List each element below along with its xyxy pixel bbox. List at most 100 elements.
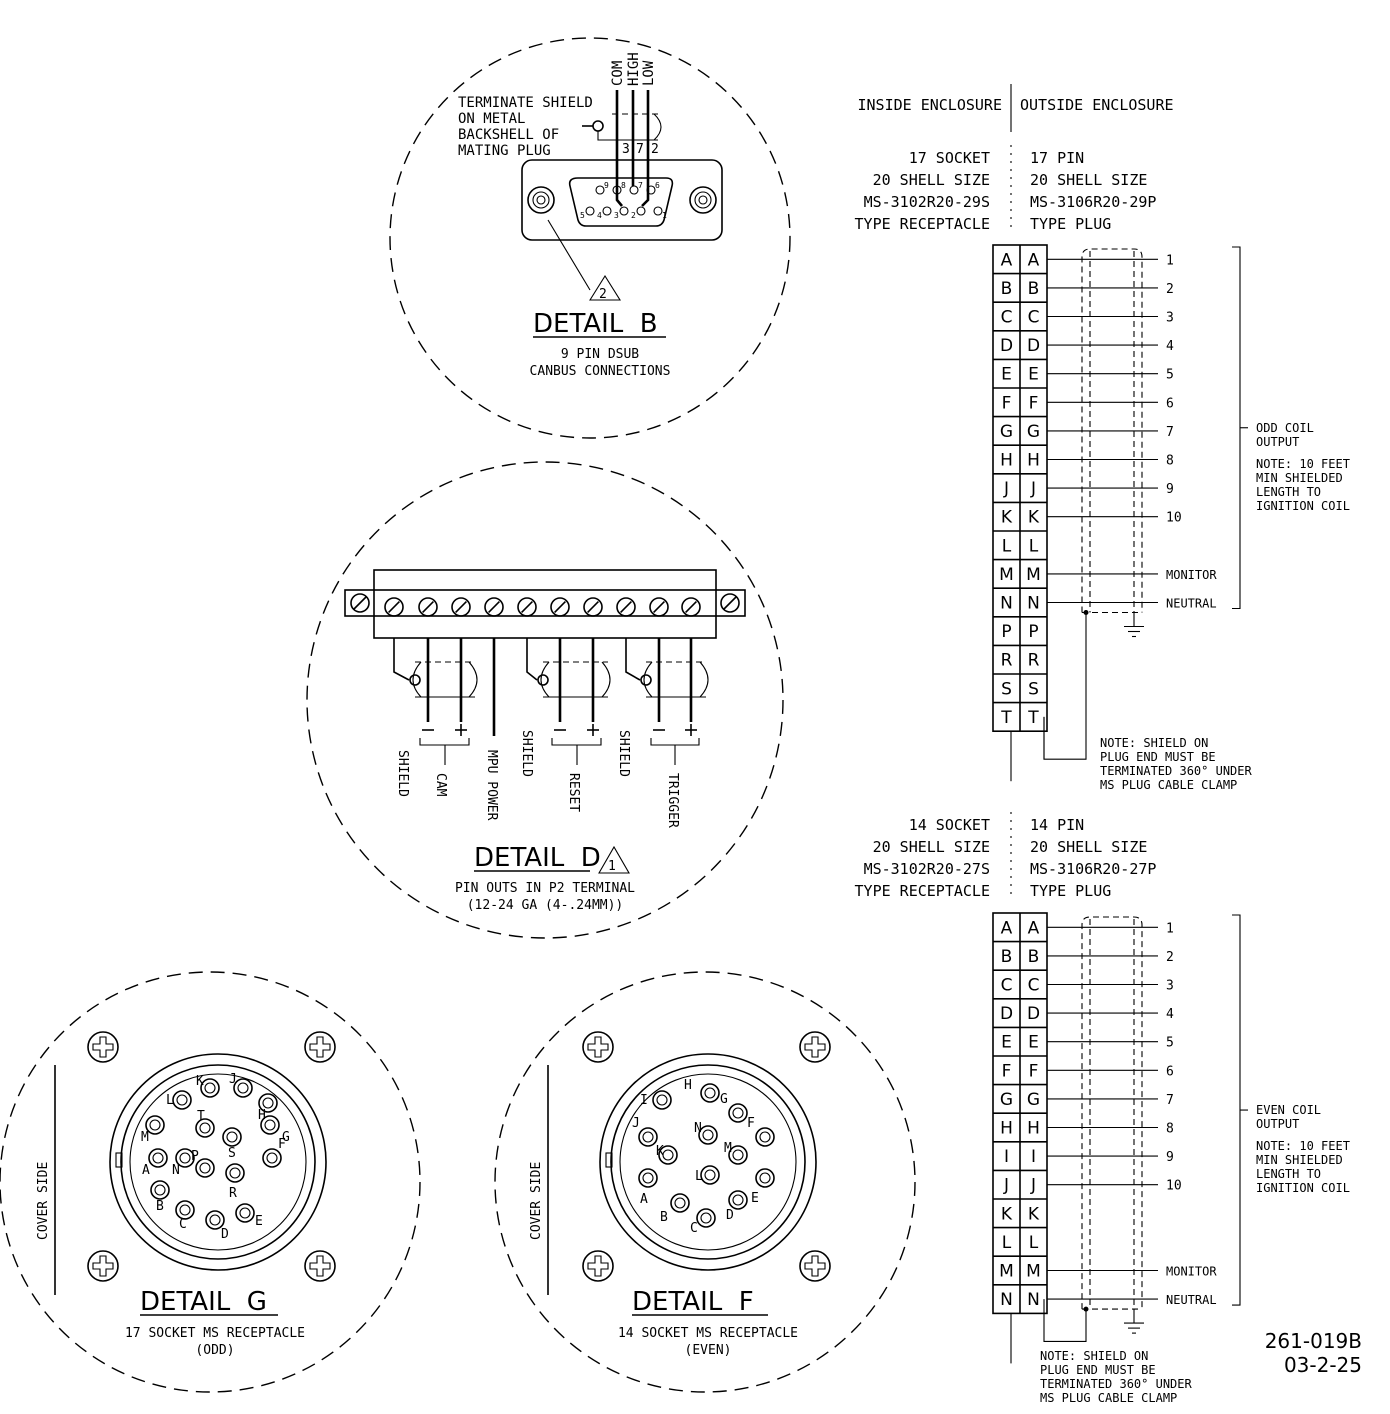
pin-spec-line: 20 SHELL SIZE <box>1030 171 1147 189</box>
socket-pin-label: A <box>1001 250 1013 270</box>
socket-spec-line: 20 SHELL SIZE <box>873 838 990 856</box>
plug-pin-label: H <box>1027 1119 1040 1139</box>
socket-pin-label: N <box>1000 1290 1013 1310</box>
detail-f-boundary <box>494 971 916 1393</box>
cover-side-label: COVER SIDE <box>529 1162 544 1240</box>
mounting-screw-icon <box>87 1031 119 1063</box>
socket-label: G <box>282 1130 290 1145</box>
inside-enclosure-header: INSIDE ENCLOSURE <box>858 96 1003 114</box>
socket-spec-line: 17 SOCKET <box>909 149 990 167</box>
detail-d-subtitle: PIN OUTS IN P2 TERMINAL <box>455 881 635 896</box>
socket-F: F <box>262 1137 286 1168</box>
socket-E: E <box>235 1203 263 1229</box>
socket-B: B <box>150 1180 170 1214</box>
socket-label: F <box>278 1137 286 1152</box>
shield-note: NOTE: SHIELD ON <box>1040 1349 1148 1363</box>
socket-C: C <box>690 1208 716 1236</box>
label-shield-reset: SHIELD <box>519 730 534 777</box>
socket-label: N <box>694 1121 702 1136</box>
socket-pin-label: P <box>1001 622 1011 642</box>
socket-label: L <box>695 1169 703 1184</box>
socket-D: D <box>726 1190 748 1223</box>
output-number: 1 <box>1166 921 1174 936</box>
socket-spec-line: MS-3102R20-29S <box>864 193 990 211</box>
dsub-pin-7: 7 <box>638 181 643 190</box>
shield-terminal-icon <box>592 120 604 132</box>
socket-spec-line: 14 SOCKET <box>909 816 990 834</box>
bracket-note: IGNITION COIL <box>1256 1181 1350 1195</box>
dsub-face <box>568 177 674 227</box>
plug-pin-label: A <box>1028 250 1040 270</box>
socket-pin-label: H <box>1000 451 1013 471</box>
terminal-block <box>373 569 717 639</box>
bracket-note: NOTE: 10 FEET <box>1256 1139 1350 1153</box>
socket-label: C <box>179 1217 187 1232</box>
shield-note-line: MATING PLUG <box>458 143 551 159</box>
plug-pin-label: M <box>1026 565 1041 585</box>
shield-note-line: TERMINATE SHIELD <box>458 95 593 111</box>
plug-pin-label: B <box>1028 947 1040 967</box>
shield-terminal-icon <box>640 674 652 686</box>
dsub-pin-6: 6 <box>655 181 660 190</box>
plug-pin-label: S <box>1028 679 1039 699</box>
detail-d-boundary <box>306 461 784 939</box>
plug-pin-label: L <box>1029 1233 1039 1253</box>
socket-H: H <box>684 1078 720 1103</box>
bracket-title: OUTPUT <box>1256 435 1299 449</box>
socket-label: S <box>228 1146 236 1161</box>
socket-pin-label: F <box>1002 1061 1012 1081</box>
output-number: 6 <box>1166 1064 1174 1079</box>
socket-label: G <box>720 1092 728 1107</box>
socket-label: E <box>751 1191 759 1206</box>
socket-J: J <box>632 1116 658 1147</box>
pin-spec-line: 14 PIN <box>1030 816 1084 834</box>
label-shield-cam: SHIELD <box>395 750 410 797</box>
shield-note-line: ON METAL <box>458 111 525 127</box>
detail-d: SHIELD MPU POWER SHIELD SHIELD CAM RESET… <box>306 461 784 939</box>
plug-pin-label: M <box>1026 1262 1041 1282</box>
socket-label: H <box>684 1078 692 1093</box>
shield-note: NOTE: SHIELD ON <box>1100 736 1208 750</box>
dsub-shell <box>521 159 723 241</box>
shield-note: MS PLUG CABLE CLAMP <box>1040 1391 1177 1405</box>
plug-pin-label: E <box>1028 1033 1039 1053</box>
socket-label: M <box>141 1130 149 1145</box>
output-number: 2 <box>1166 950 1174 965</box>
output-number: 4 <box>1166 1007 1174 1022</box>
socket-label: A <box>640 1192 648 1207</box>
shield-terminal-icon <box>409 674 421 686</box>
output-number: 8 <box>1166 454 1174 469</box>
socket-label: R <box>229 1186 237 1201</box>
socket-label: K <box>196 1074 204 1089</box>
mounting-screw-icon <box>582 1250 614 1282</box>
mounting-screw-icon <box>582 1031 614 1063</box>
cover-side-label: COVER SIDE <box>36 1162 51 1240</box>
socket-E: E <box>751 1168 775 1206</box>
monitor-label: MONITOR <box>1166 1265 1217 1279</box>
socket-pin-label: M <box>999 1262 1014 1282</box>
output-number: 7 <box>1166 425 1174 440</box>
plug-pin-label: A <box>1028 918 1040 938</box>
bracket-title: OUTPUT <box>1256 1117 1299 1131</box>
socket-H: H <box>258 1093 278 1123</box>
bracket-note: LENGTH TO <box>1256 485 1321 499</box>
socket-label: A <box>142 1163 150 1178</box>
bracket-note: MIN SHIELDED <box>1256 1153 1343 1167</box>
label-cam: CAM <box>433 773 448 797</box>
socket-pin-label: E <box>1001 365 1012 385</box>
socket-pin-label: J <box>1003 479 1009 499</box>
drawing-number: 261-019B <box>1265 1329 1362 1353</box>
detail-d-subtitle: (12-24 GA (4-.24MM)) <box>467 898 624 913</box>
socket-C: C <box>175 1200 195 1232</box>
socket-pin-label: R <box>1001 651 1013 671</box>
bracket-title: ODD COIL <box>1256 421 1314 435</box>
monitor-label: MONITOR <box>1166 568 1217 582</box>
dsub-pin-1: 1 <box>662 211 667 220</box>
socket-pin-label: N <box>1000 594 1013 614</box>
socket-A: A <box>142 1148 168 1178</box>
socket-label: E <box>255 1214 263 1229</box>
label-reset: RESET <box>566 773 581 812</box>
socket-K: K <box>196 1074 220 1098</box>
socket-label: F <box>747 1116 755 1131</box>
